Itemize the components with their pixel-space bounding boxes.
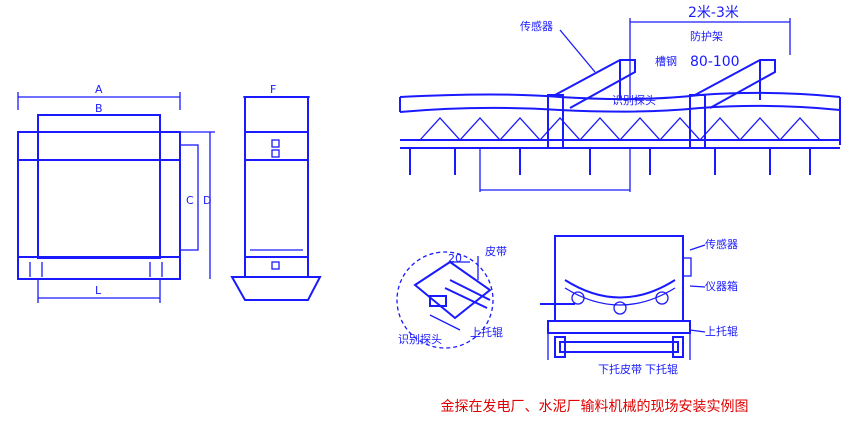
- section-view: 传感器 仪器箱 上托辊 下托皮带 下托辊: [540, 235, 738, 376]
- sensor-label: 传感器: [520, 20, 553, 33]
- dim-a-label: A: [95, 83, 103, 96]
- dim-l-label: L: [95, 284, 102, 297]
- section-lower-belt-label: 下托皮带: [598, 362, 642, 376]
- detail-angle-label: 20: [448, 252, 462, 265]
- front-view: A B C D L: [17, 83, 215, 303]
- section-sensor-label: 传感器: [705, 238, 738, 251]
- probe-label: 识别探头: [612, 94, 656, 107]
- dim-c-label: C: [186, 194, 194, 207]
- section-lower-idler-label: 下托辊: [645, 362, 678, 376]
- side-view: F: [230, 83, 322, 301]
- section-upper-idler-label: 上托辊: [705, 324, 738, 338]
- detail-view: 20 皮带 识别探头 上托辊: [396, 245, 507, 349]
- caption: 金探在发电厂、水泥厂输料机械的现场安装实例图: [0, 396, 843, 416]
- detail-edge-label: 皮带: [485, 245, 507, 258]
- guard-label: 防护架: [690, 29, 723, 43]
- conveyor-elevation: 2米-3米 传感器 防护架 槽钢: [399, 5, 841, 192]
- dim-f-label: F: [270, 83, 276, 96]
- steel-label: 槽钢: [655, 55, 677, 68]
- dim-b-label: B: [95, 102, 103, 115]
- steel-size-label: 80-100: [690, 54, 740, 70]
- detail-upper-idler-label: 上托辊: [470, 325, 503, 339]
- dim-d-label: D: [203, 194, 211, 207]
- detail-probe-label: 识别探头: [398, 333, 442, 346]
- caption-text: 金探在发电厂、水泥厂输料机械的现场安装实例图: [440, 399, 749, 415]
- section-instrument-label: 仪器箱: [705, 279, 738, 293]
- spacing-label: 2米-3米: [688, 5, 739, 21]
